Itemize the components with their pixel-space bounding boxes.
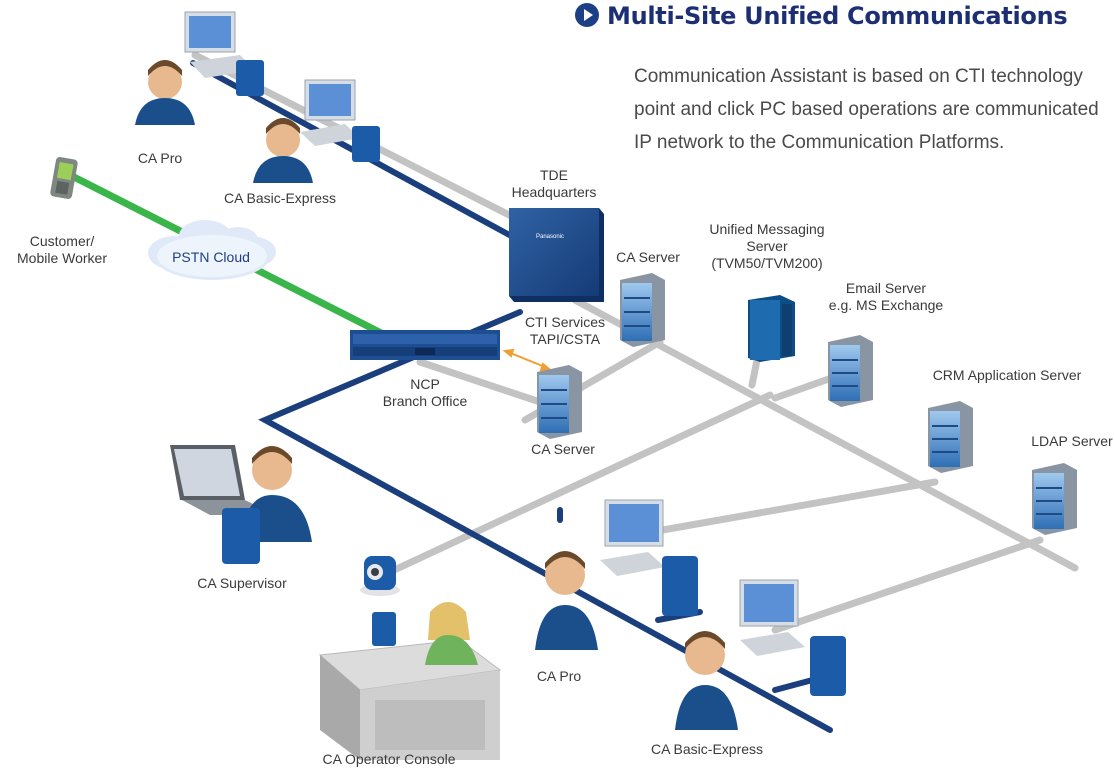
label-ca-server-mid: CA Server [531,441,595,457]
page-title: Multi-Site Unified Communications [575,2,1068,30]
ca-pro-bottom-workstation-icon [535,499,698,650]
ca-server-top-icon [620,273,665,347]
label-operator-console: CA Operator Console [322,751,456,767]
mobile-phone-icon [50,157,78,199]
label-email-server: Email Server e.g. MS Exchange [829,280,943,314]
label-tde-line: TDE [539,167,568,183]
ca-supervisor-workstation-icon [170,445,312,564]
label-cti-line: CTI Services [524,314,606,330]
ca-pro-top-workstation-icon [135,11,264,125]
label-pstn-cloud: PSTN Cloud [172,249,250,265]
ca-server-mid-icon [537,365,582,439]
label-ncp: NCP Branch Office [383,376,468,410]
label-ums-line: (TVM50/TVM200) [711,255,823,271]
description: Communication Assistant is based on CTI … [634,60,1114,159]
pstn-cloud-icon [148,220,276,280]
description-line: point and click PC based operations are … [634,99,1099,120]
label-ldap-server: LDAP Server [1031,433,1113,449]
operator-console-icon [318,602,502,760]
label-ca-basic-top: CA Basic-Express [223,190,337,206]
ip-line-camera [386,391,774,576]
label-email-line: Email Server [845,280,927,296]
label-ca-server-top: CA Server [616,249,680,265]
label-ca-basic-bottom: CA Basic-Express [650,741,764,757]
label-ca-supervisor: CA Supervisor [197,575,287,591]
tde-unit-icon [509,208,604,302]
email-server-icon [828,335,873,407]
label-ums-line: Server [746,238,788,254]
label-ca-pro-bottom: CA Pro [536,668,582,684]
label-customer: Customer/ Mobile Worker [17,233,107,267]
ums-unit-icon [748,295,795,362]
ncp-unit-icon [350,330,500,360]
crm-server-icon [928,401,973,473]
label-ums: Unified Messaging Server (TVM50/TVM200) [709,221,824,272]
label-tde-line: Headquarters [511,184,597,200]
play-bullet-icon [575,3,599,27]
description-line: Communication Assistant is based on CTI … [634,66,1083,87]
label-email-line: e.g. MS Exchange [828,297,944,313]
page-title-text: Multi-Site Unified Communications [607,2,1068,30]
tde-brand-logo: Panasonic [536,234,564,240]
ldap-server-icon [1032,463,1077,535]
ip-line-basic-desk [771,536,1044,634]
ip-line-ncp-server [416,358,544,406]
label-tde: TDE Headquarters [512,167,597,201]
ip-line-pro-desk [636,478,939,538]
label-crm-server: CRM Application Server [932,367,1082,383]
label-cti-services: CTI Services TAPI/CSTA [525,314,605,348]
camera-icon [360,556,400,596]
label-customer-line: Customer/ [29,233,95,249]
label-ncp-line: Branch Office [382,393,468,409]
label-ncp-line: NCP [410,376,440,392]
label-ums-line: Unified Messaging [709,221,825,237]
ca-basic-bottom-workstation-icon [675,579,846,730]
label-cti-line: TAPI/CSTA [529,331,601,347]
description-line: IP network to the Communication Platform… [634,132,1005,153]
ca-basic-top-workstation-icon [253,79,380,183]
label-ca-pro-top: CA Pro [137,150,183,166]
cti-arrow [502,348,552,372]
label-customer-line: Mobile Worker [17,250,107,266]
